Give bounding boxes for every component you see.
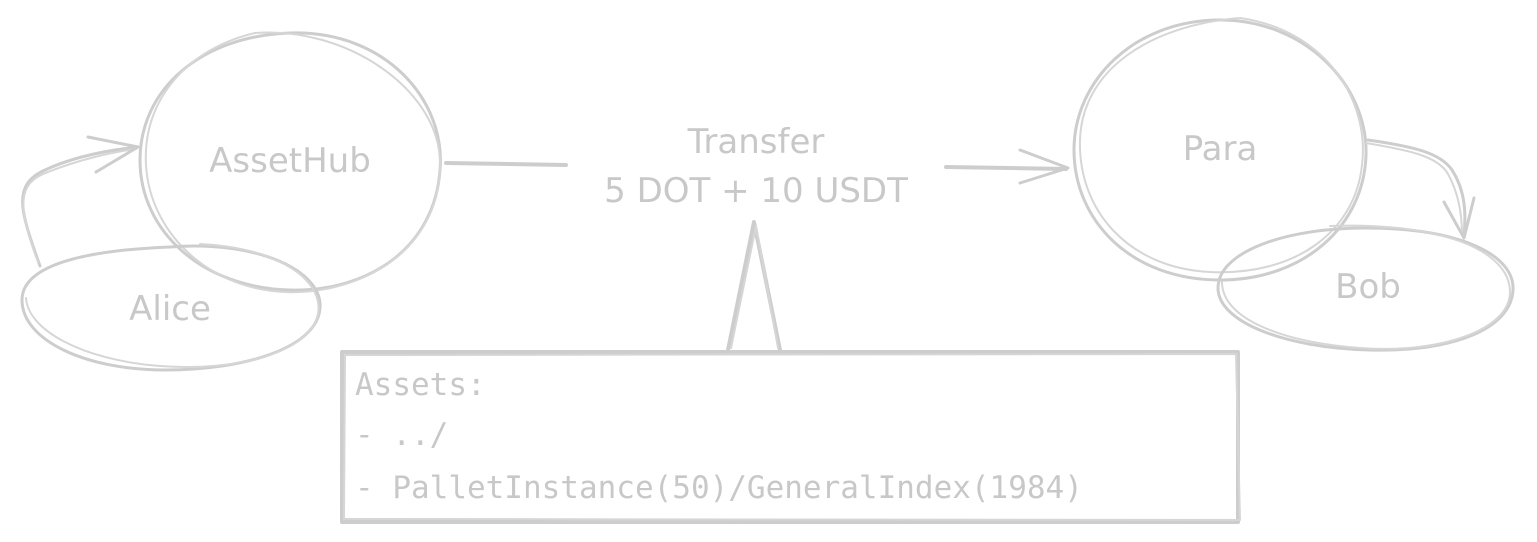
alice-ellipse	[20, 244, 322, 372]
para-circle-retrace	[1078, 17, 1364, 274]
alice-to-assethub-arrowhead	[86, 135, 140, 174]
callout-pointer-shape	[726, 220, 782, 352]
transfer-line-left	[444, 161, 568, 167]
alice-label: Alice	[129, 289, 211, 329]
assets-note-item-1: - ../	[355, 417, 448, 453]
assets-note: Assets: - ../ - PalletInstance(50)/Gener…	[340, 350, 1241, 524]
bob-label: Bob	[1335, 267, 1401, 307]
para-node: Para	[1072, 17, 1368, 282]
assets-note-box	[340, 350, 1240, 524]
alice-to-assethub-shaft-retrace	[22, 148, 137, 263]
assets-note-heading: Assets:	[355, 367, 486, 403]
alice-ellipse-retrace	[25, 243, 320, 369]
para-to-bob-shaft	[1366, 138, 1467, 238]
para-to-bob-arrowhead	[1442, 196, 1476, 240]
assets-note-box-retrace	[343, 353, 1241, 521]
para-to-bob-arrow	[1365, 138, 1476, 240]
transfer-arrowhead	[1018, 148, 1070, 185]
callout-pointer-retrace	[730, 225, 779, 349]
callout-pointer	[726, 220, 782, 352]
assethub-circle-retrace	[144, 31, 442, 294]
para-label: Para	[1183, 129, 1258, 169]
assethub-circle	[138, 31, 442, 292]
bob-ellipse-retrace	[1221, 224, 1511, 350]
transfer-label-line1: Transfer	[687, 122, 825, 162]
alice-to-assethub-arrow	[21, 135, 140, 268]
bob-node: Bob	[1216, 224, 1515, 352]
transfer-label-line2: 5 DOT + 10 USDT	[604, 171, 908, 211]
assethub-node: AssetHub	[138, 31, 442, 294]
para-to-bob-shaft-retrace	[1365, 142, 1463, 235]
bob-ellipse	[1216, 226, 1515, 352]
assets-note-item-2: - PalletInstance(50)/GeneralIndex(1984)	[355, 470, 1083, 506]
transfer-line-right	[944, 165, 1068, 171]
alice-to-assethub-shaft	[21, 145, 140, 268]
transfer-edge: Transfer 5 DOT + 10 USDT	[444, 122, 1070, 211]
alice-node: Alice	[20, 243, 322, 372]
assethub-label: AssetHub	[209, 141, 371, 181]
